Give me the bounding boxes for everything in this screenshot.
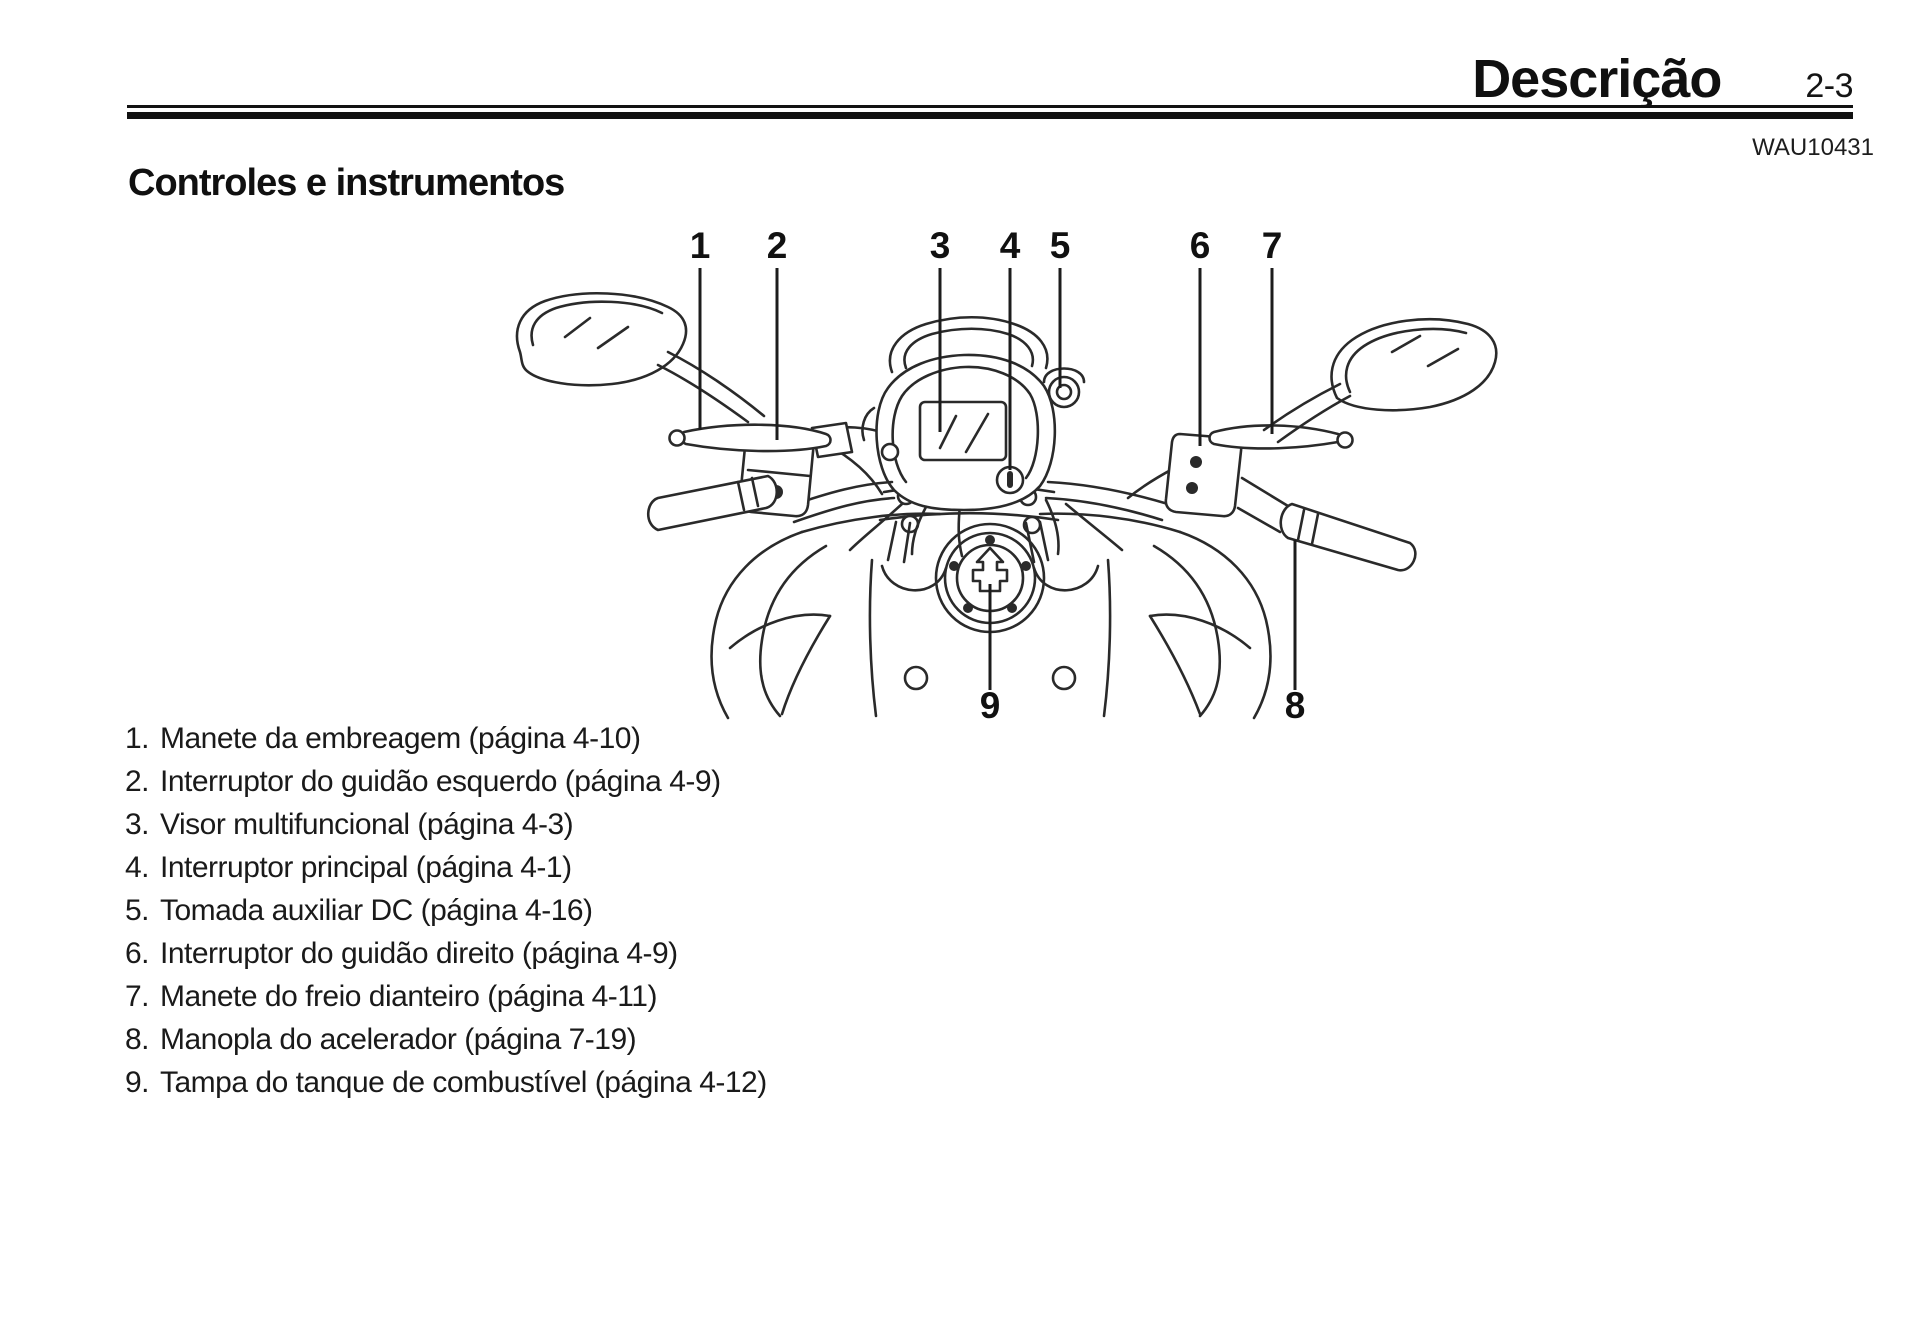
legend-item-8: 8. Manopla do acelerador (página 7-19) [125,1018,767,1061]
clutch-lever [679,423,832,453]
left-mirror-drawing [515,291,766,424]
brake-lever [1208,424,1344,450]
section-heading: Controles e instrumentos [128,162,565,204]
legend-item-text: Visor multifuncional (página 4-3) [160,808,574,841]
header-rule-thin [127,105,1853,108]
callout-1: 1 [690,225,711,266]
page-title: Descrição [1472,49,1722,109]
legend-item-5: 5. Tomada auxiliar DC (página 4-16) [125,889,767,932]
legend-item-text: Manete do freio dianteiro (página 4-11) [160,980,657,1013]
legend-item-6: 6. Interruptor do guidão direito (página … [125,932,767,975]
dc-outlet-drawing [1042,367,1086,409]
reference-code: WAU10431 [1752,134,1874,161]
callout-4: 4 [1000,225,1021,266]
brake-lever-ball [1336,431,1354,449]
right-mirror-drawing [1262,317,1498,444]
callout-5: 5 [1050,225,1071,266]
callout-3: 3 [930,225,951,266]
legend-item-number: 2. [125,765,150,798]
legend-item-number: 3. [125,808,150,841]
legend-item-number: 8. [125,1023,150,1056]
legend-list: 1. Manete da embreagem (página 4-10) 2. In… [125,717,767,1104]
legend-item-text: Tampa do tanque de combustível (página 4… [160,1066,767,1099]
callout-6: 6 [1190,225,1211,266]
legend-item-2: 2. Interruptor do guidão esquerdo (página… [125,760,767,803]
right-controls-drawing [1164,424,1417,572]
legend-item-text: Tomada auxiliar DC (página 4-16) [160,894,593,927]
legend-item-1: 1. Manete da embreagem (página 4-10) [125,717,767,760]
legend-item-text: Manopla do acelerador (página 7-19) [160,1023,637,1056]
ignition-switch-drawing [995,465,1025,495]
left-grip [646,474,779,532]
callout-leader-lines [698,268,1297,690]
clutch-lever-ball [668,429,686,447]
legend-item-9: 9. Tampa do tanque de combustível (página… [125,1061,767,1104]
callout-8: 8 [1285,685,1306,726]
legend-item-7: 7. Manete do freio dianteiro (página 4-11… [125,975,767,1018]
legend-item-text: Interruptor do guidão esquerdo (página 4… [160,765,721,798]
legend-item-3: 3. Visor multifuncional (página 4-3) [125,803,767,846]
left-controls-drawing [646,421,854,532]
legend-item-number: 9. [125,1066,150,1099]
legend-item-number: 7. [125,980,150,1013]
callout-7: 7 [1262,225,1283,266]
callout-2: 2 [767,225,788,266]
legend-item-text: Interruptor do guidão direito (página 4-… [160,937,678,970]
legend-item-text: Manete da embreagem (página 4-10) [160,722,641,755]
legend-item-4: 4. Interruptor principal (página 4-1) [125,846,767,889]
legend-item-number: 1. [125,722,150,755]
page-header: Descrição 2-3 [1472,52,1853,106]
legend-item-number: 5. [125,894,150,927]
callout-numbers: 1 2 3 4 5 6 7 8 9 [690,225,1306,726]
page-number: 2-3 [1805,67,1853,105]
callout-9: 9 [980,685,1001,726]
header-rule-thick [127,112,1853,119]
handlebar-tube-drawing [788,476,1290,534]
legend-item-number: 4. [125,851,150,884]
legend-item-number: 6. [125,937,150,970]
legend-item-text: Interruptor principal (página 4-1) [160,851,572,884]
throttle-grip [1279,502,1417,572]
